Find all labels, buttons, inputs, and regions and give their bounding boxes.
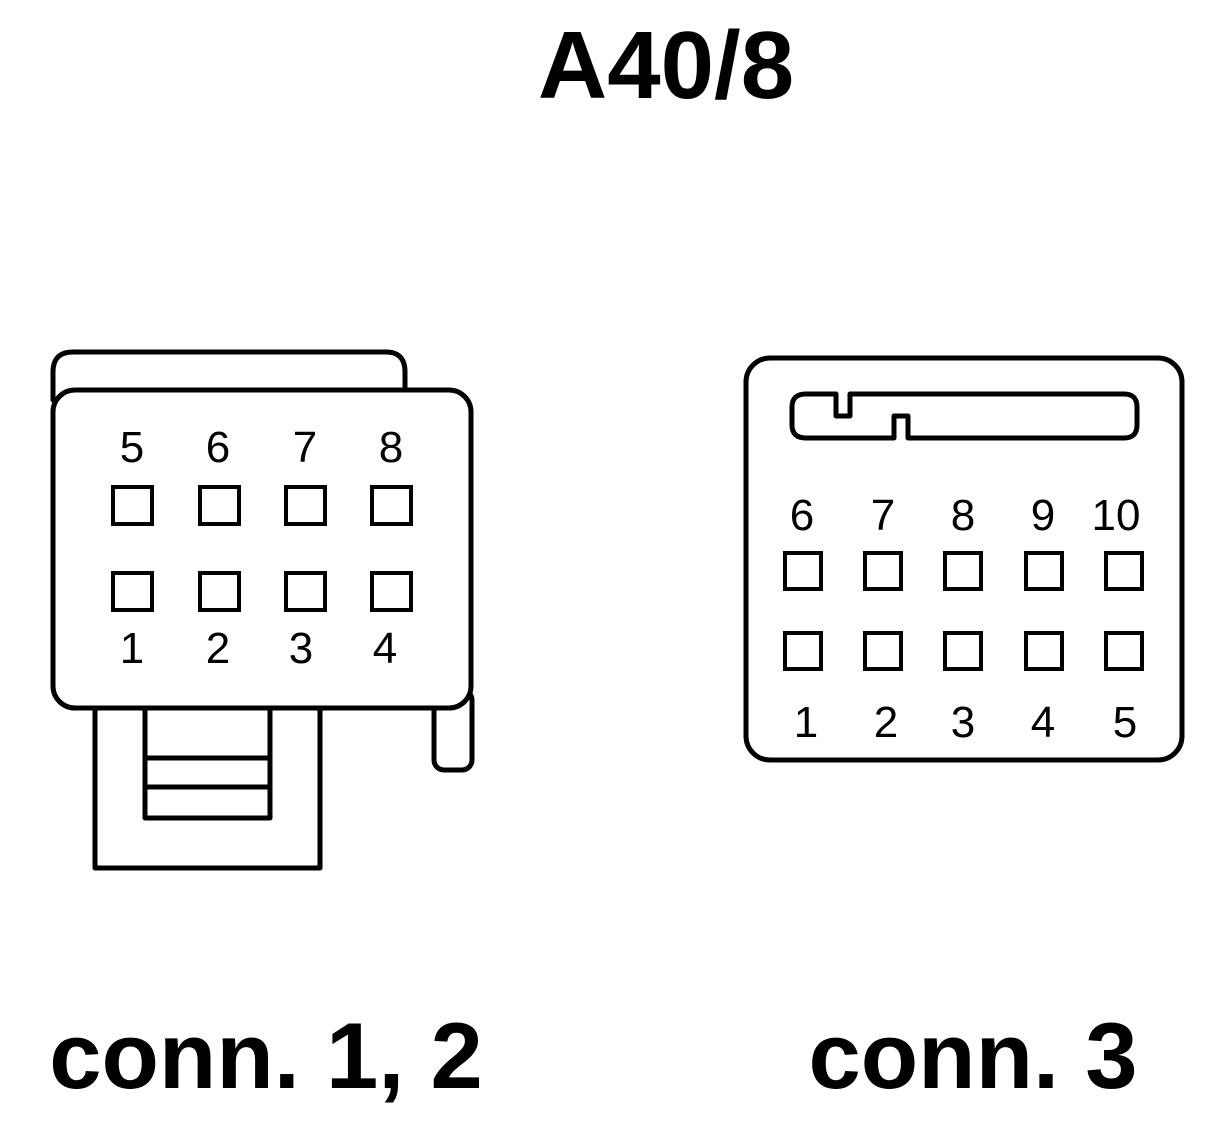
pin-cavity bbox=[863, 631, 903, 671]
pin-label: 5 bbox=[1113, 698, 1137, 747]
pin-cavity bbox=[198, 571, 241, 612]
pin-cavity bbox=[1104, 631, 1144, 671]
pin-cavity bbox=[1024, 631, 1064, 671]
pin-cavity bbox=[1024, 551, 1064, 591]
pin-label: 10 bbox=[1092, 491, 1141, 540]
pin-cavity bbox=[111, 485, 154, 526]
pin-cavity bbox=[783, 631, 823, 671]
diagram-title: A40/8 bbox=[538, 12, 794, 119]
pin-label: 1 bbox=[794, 698, 818, 747]
connector-1-2: 5 6 7 8 1 2 3 4 bbox=[50, 349, 475, 871]
pin-label: 6 bbox=[206, 423, 230, 472]
pin-cavity bbox=[943, 551, 983, 591]
pin-label: 8 bbox=[951, 491, 975, 540]
pin-label: 7 bbox=[871, 491, 895, 540]
pin-cavity bbox=[943, 631, 983, 671]
pin-cavity bbox=[370, 571, 413, 612]
pin-cavity bbox=[1104, 551, 1144, 591]
pin-label: 5 bbox=[120, 423, 144, 472]
pin-label: 4 bbox=[373, 624, 397, 673]
pin-cavity bbox=[783, 551, 823, 591]
pin-label: 8 bbox=[379, 423, 403, 472]
pin-label: 3 bbox=[951, 698, 975, 747]
pin-label: 1 bbox=[120, 624, 144, 673]
connector-3-caption: conn. 3 bbox=[808, 1003, 1137, 1108]
pin-cavity bbox=[111, 571, 154, 612]
pin-label: 6 bbox=[790, 491, 814, 540]
pin-cavity bbox=[198, 485, 241, 526]
pin-cavity bbox=[284, 571, 327, 612]
pin-cavity bbox=[284, 485, 327, 526]
connector-3-key-slot bbox=[789, 391, 1140, 441]
pin-cavity bbox=[370, 485, 413, 526]
pin-cavity bbox=[863, 551, 903, 591]
pin-label: 7 bbox=[293, 423, 317, 472]
pin-label: 2 bbox=[206, 624, 230, 673]
connector-3: 6 7 8 9 10 1 2 3 4 5 bbox=[743, 355, 1185, 763]
pin-label: 4 bbox=[1031, 698, 1055, 747]
connector-1-2-body bbox=[50, 387, 474, 711]
pin-label: 9 bbox=[1031, 491, 1055, 540]
pin-label: 3 bbox=[289, 624, 313, 673]
connector-1-2-caption: conn. 1, 2 bbox=[49, 1003, 483, 1108]
pin-label: 2 bbox=[874, 698, 898, 747]
